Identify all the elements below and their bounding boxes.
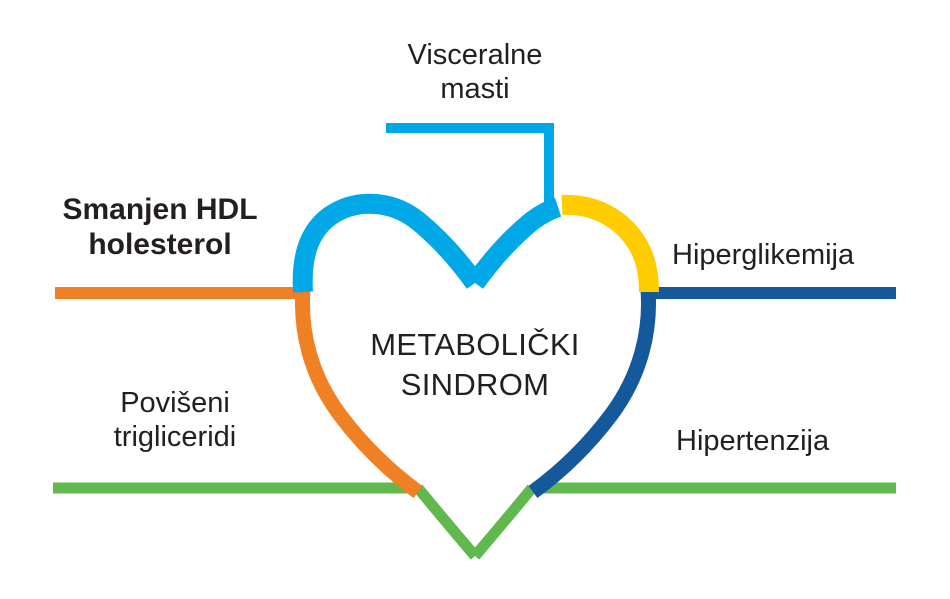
- label-hyperglycemia: Hiperglikemija: [672, 239, 855, 271]
- lightblue-top-connector-bracket: [386, 123, 554, 212]
- label-triglycerides: Povišeni trigliceridi: [113, 387, 237, 454]
- label-hypertension: Hipertenzija: [676, 425, 830, 457]
- orange-segment-group: [55, 287, 423, 499]
- label-visceral-fat: Visceralne masti: [407, 39, 543, 106]
- darkblue-segment-group: [528, 287, 896, 499]
- lightblue-heart-left-lobe-arc: [292, 193, 484, 293]
- green-heart-bottom-left-stroke: [413, 484, 480, 560]
- darkblue-heart-right-stroke: [528, 289, 656, 499]
- yellow-segment-group: [561, 194, 659, 293]
- lightblue-heart-center-notch: [466, 197, 562, 289]
- center-title-metabolic-syndrome: METABOLIČKI SINDROM: [370, 327, 580, 402]
- yellow-heart-top-right-arc: [561, 194, 659, 293]
- green-heart-bottom-right-stroke: [470, 484, 537, 560]
- green-segment-group: [53, 482, 896, 560]
- label-hdl-cholesterol: Smanjen HDL holesterol: [62, 193, 258, 262]
- lightblue-segment-group: [292, 123, 562, 293]
- orange-heart-left-stroke: [295, 289, 423, 499]
